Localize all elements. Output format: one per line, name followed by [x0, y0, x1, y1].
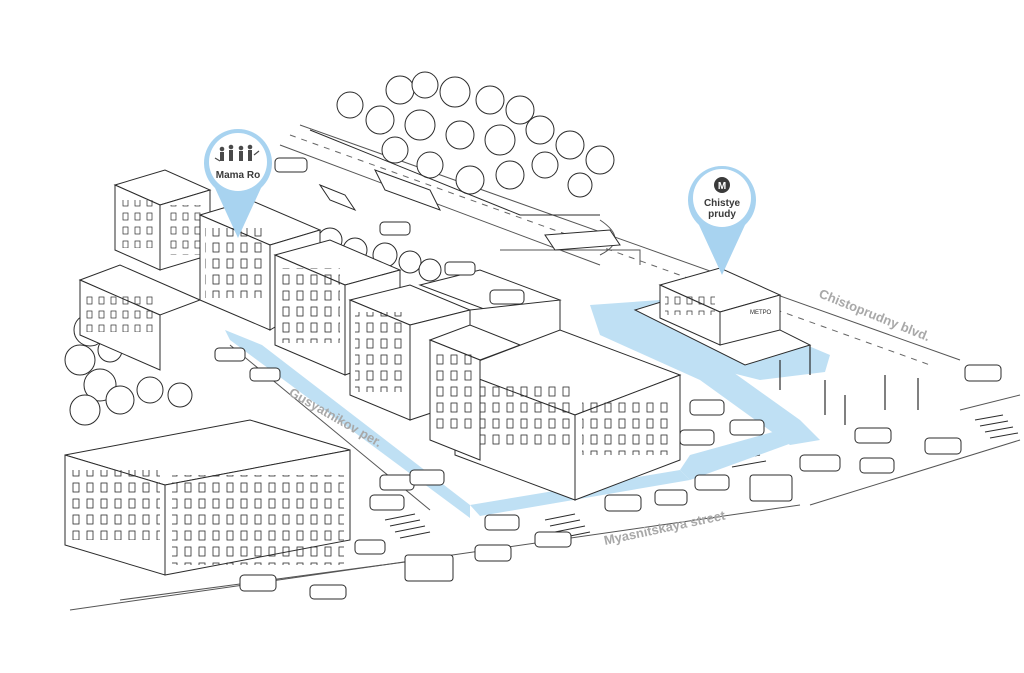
lamp-posts	[779, 345, 919, 425]
building-front-left	[64, 419, 351, 576]
building-back-left	[113, 169, 212, 271]
building-left-mid	[78, 264, 202, 371]
park-trees	[336, 71, 615, 198]
park-fence	[309, 129, 600, 216]
pin-mama-ro[interactable]: Mama Ro	[204, 128, 272, 238]
metro-sign: МЕТРО	[750, 310, 772, 316]
metro-letter: M	[718, 181, 726, 192]
pin-label-chistye-line2: prudy	[708, 209, 736, 220]
vehicles-park	[318, 169, 621, 251]
pin-chistye-prudy[interactable]: M Chistye prudy	[687, 165, 756, 275]
pin-label-mama-ro: Mama Ro	[216, 170, 260, 181]
metro-m-icon: M	[714, 177, 730, 193]
metro-pavilion: МЕТРО	[633, 267, 812, 366]
building-corner-wing	[428, 324, 522, 461]
pin-label-chistye-line1: Chistye	[704, 198, 741, 209]
cars	[214, 157, 1002, 600]
street-label-myasnitskaya: Myasnitskaya street	[603, 507, 728, 548]
people-logo-icon	[214, 144, 260, 162]
